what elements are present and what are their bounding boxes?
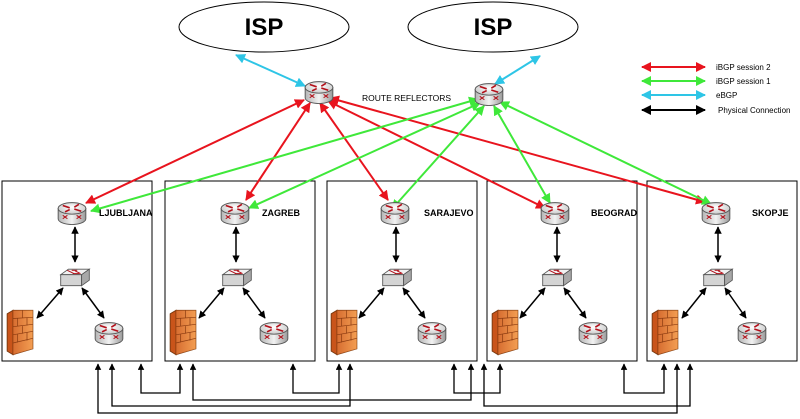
ibgp2-sarajevo <box>319 102 389 201</box>
site-zagreb: ZAGREB <box>169 201 301 356</box>
internal-router-icon <box>737 321 767 346</box>
ibgp-session-1-links <box>90 96 712 214</box>
firewall-icon <box>330 309 358 356</box>
ebgp-link-1 <box>235 54 306 87</box>
phys-link-switch-firewall <box>519 287 546 319</box>
ibgp2-ljubljana <box>85 99 305 204</box>
site-label-beograd: BEOGRAD <box>591 208 638 218</box>
phys-link-switch-firewall <box>358 287 385 319</box>
phys-link-switch-router <box>242 287 266 319</box>
isp-label-1: ISP <box>245 14 284 41</box>
firewall-icon <box>6 309 34 356</box>
legend-label-physical-connection: Physical Connection <box>718 106 790 115</box>
phys-link-switch-router <box>563 287 587 319</box>
ibgp1-ljubljana <box>90 96 479 214</box>
edge-router-icon <box>540 201 570 226</box>
phys-ljubljana-zagreb <box>137 363 184 394</box>
firewall-icon <box>169 309 197 356</box>
ibgp-session-2-links <box>85 95 706 209</box>
phys-link-switch-router <box>402 287 426 319</box>
phys-link-switch-router <box>724 287 747 319</box>
ibgp2-beograd <box>327 100 546 209</box>
site-label-ljubljana: LJUBLJANA <box>99 208 153 218</box>
ibgp1-beograd <box>493 105 551 204</box>
isp-node-1: ISP <box>178 1 350 53</box>
site-label-zagreb: ZAGREB <box>262 208 301 218</box>
site-skopje: SKOPJE <box>651 201 789 356</box>
switch-icon <box>703 268 733 287</box>
internal-router-icon <box>94 321 124 346</box>
internal-router-icon <box>259 321 289 346</box>
phys-beograd-skopje <box>620 363 668 394</box>
phys-link-switch-firewall <box>681 287 707 319</box>
edge-router-icon <box>220 201 250 226</box>
phys-link-switch-firewall <box>36 287 64 319</box>
phys-ljubljana-skopje <box>94 363 681 414</box>
site-label-sarajevo: SARAJEVO <box>424 208 474 218</box>
phys-link-switch-firewall <box>198 287 225 319</box>
internal-router-icon <box>417 321 447 346</box>
route-reflectors-label: ROUTE REFLECTORS <box>362 93 451 103</box>
phys-zagreb-sarajevo <box>289 363 343 394</box>
isp-node-2: ISP <box>407 1 579 53</box>
firewall-icon <box>491 309 519 356</box>
site-beograd: BEOGRAD <box>491 201 638 356</box>
firewall-icon <box>651 309 679 356</box>
phys-link-switch-router <box>81 287 105 319</box>
site-label-skopje: SKOPJE <box>752 208 789 218</box>
legend: iBGP session 2 iBGP session 1 eBGP Physi… <box>641 62 790 115</box>
ebgp-link-2 <box>494 55 541 85</box>
legend-label-ebgp: eBGP <box>716 91 737 100</box>
phys-sarajevo-beograd <box>450 363 504 394</box>
edge-router-icon <box>380 201 410 226</box>
phys-sarajevo-skopje <box>480 363 694 407</box>
switch-icon <box>382 268 412 287</box>
site-sarajevo: SARAJEVO <box>330 201 474 356</box>
site-box-ljubljana <box>1 180 153 362</box>
site-ljubljana: LJUBLJANA <box>6 201 153 356</box>
route-reflector-2-icon <box>474 82 504 107</box>
ibgp1-skopje <box>499 101 712 205</box>
physical-inter-site-links <box>94 363 694 414</box>
switch-icon <box>222 268 252 287</box>
switch-icon <box>60 268 90 287</box>
route-reflector-1-icon <box>304 80 334 105</box>
phys-zagreb-beograd <box>189 363 475 401</box>
phys-ljubljana-sarajevo <box>108 363 354 407</box>
edge-router-icon <box>57 201 87 226</box>
switch-icon <box>542 268 572 287</box>
site-box-skopje <box>646 180 798 362</box>
edge-router-icon <box>701 201 731 226</box>
ibgp1-sarajevo <box>391 105 485 210</box>
internal-router-icon <box>578 321 608 346</box>
isp-label-2: ISP <box>474 14 513 41</box>
legend-label-ibgp-session-1: iBGP session 1 <box>716 77 771 86</box>
ibgp2-skopje <box>329 95 706 205</box>
legend-label-ibgp-session-2: iBGP session 2 <box>716 63 771 72</box>
